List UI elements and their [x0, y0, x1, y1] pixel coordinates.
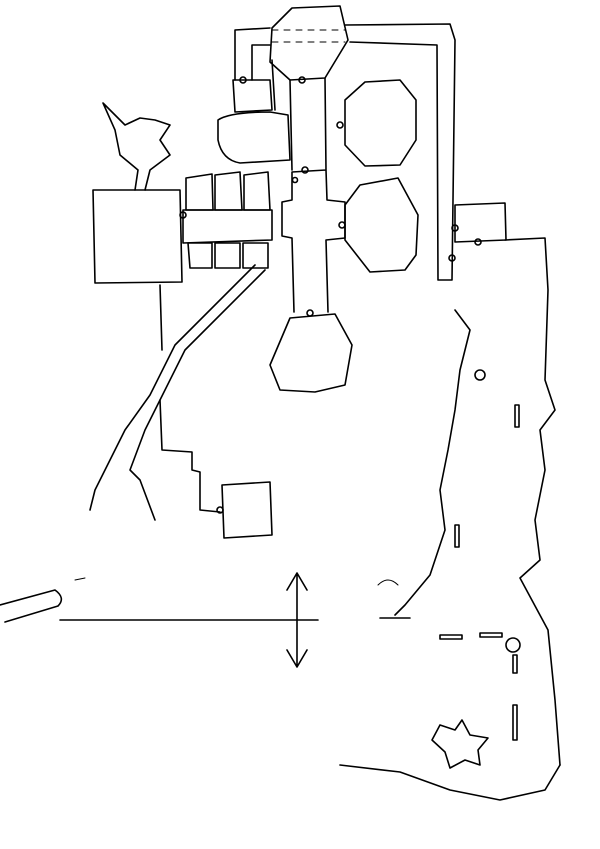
room-west-large: [92, 189, 183, 284]
cave-south: [339, 764, 561, 801]
room-rounded: [217, 111, 291, 164]
corridor-top-left: [234, 27, 276, 111]
corridor-dotted: [182, 209, 273, 244]
room-east: [454, 202, 507, 243]
corridor-top-right: [344, 23, 456, 281]
star-shape: [431, 719, 489, 769]
tree-outline: [102, 102, 171, 191]
room-south-small: [221, 481, 273, 539]
trail: [159, 284, 221, 513]
horizon-line: [59, 617, 411, 621]
corridor-main: [281, 77, 346, 313]
river: [89, 264, 266, 521]
cave-marks: [439, 369, 521, 741]
room-small-box: [232, 79, 273, 113]
room-row-lower: [187, 242, 269, 269]
room-dashed-line: [271, 29, 346, 43]
room-octagon-1: [344, 79, 417, 167]
up-down-arrow: [286, 572, 308, 668]
room-row-upper: [185, 171, 271, 211]
cave-east: [394, 237, 561, 766]
log: [0, 589, 63, 623]
mound-arc: [74, 577, 399, 586]
room-octagon-2: [344, 177, 419, 273]
room-octagon-bottom: [269, 313, 353, 393]
room-top-octagon: [269, 5, 349, 81]
